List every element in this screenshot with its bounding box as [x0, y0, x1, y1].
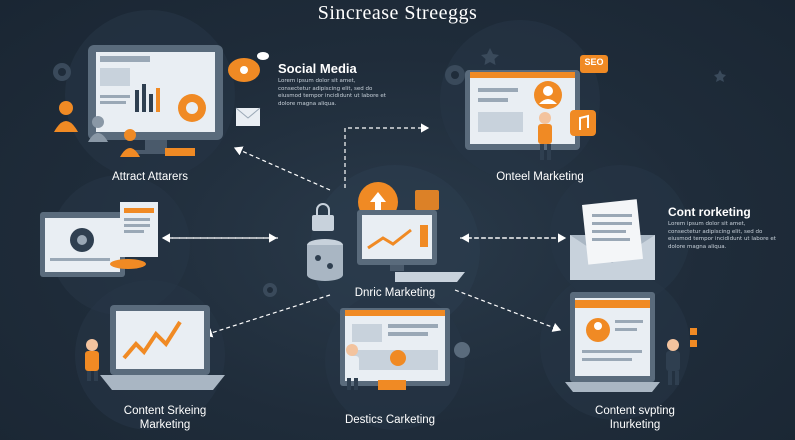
central-hub — [307, 182, 465, 282]
page-title: Sincrease Streeggs — [317, 2, 478, 24]
database-icon — [307, 239, 343, 281]
content-panel — [565, 292, 660, 392]
gear-icon — [53, 63, 71, 81]
content-srkeing-label-1: Content Srkeing — [123, 405, 207, 417]
music-icon — [570, 110, 596, 136]
cont-rorketing-heading: Cont rorketing — [668, 205, 751, 219]
megaphone-icon — [165, 148, 195, 156]
cog-icon — [454, 342, 470, 358]
gear-icon — [445, 65, 465, 85]
onteel-browser — [465, 70, 580, 150]
person-icon — [54, 101, 78, 132]
person-icon — [88, 116, 108, 142]
center-label: Dnric Marketing — [354, 287, 436, 299]
content-srkeing-label-2: Marketing — [139, 419, 191, 431]
destics-label: Destics Carketing — [344, 414, 436, 426]
envelope-icon — [235, 107, 261, 126]
seo-badge — [580, 55, 608, 73]
connector-to-onteel — [344, 123, 430, 188]
cube-icons — [690, 328, 697, 347]
person-icon — [345, 344, 359, 390]
star-icon — [714, 70, 726, 82]
tray-icon — [378, 380, 406, 390]
laptop-chart — [100, 305, 225, 390]
connector-lines — [161, 123, 567, 338]
person-icon — [85, 339, 99, 381]
person-icon — [538, 112, 552, 160]
gear-icon — [263, 283, 277, 297]
social-media-body: Lorem ipsum dolor sit amet, consectetur … — [278, 78, 386, 107]
lock-icon — [312, 203, 334, 231]
destics-browser — [340, 308, 450, 386]
social-bubble-icon — [228, 52, 269, 82]
attract-label: Attract Attarers — [111, 171, 189, 183]
person-icon — [120, 129, 140, 157]
attract-monitor — [88, 45, 223, 154]
seo-badge-text: SEO — [584, 57, 604, 67]
connector-to-attract — [233, 146, 331, 191]
content-svpting-label-2: Inurketing — [609, 419, 661, 431]
content-envelope — [570, 199, 655, 280]
connector-to-bottom-left — [203, 294, 331, 338]
content-svpting-label-1: Content svpting — [595, 405, 675, 417]
star-icon — [481, 48, 499, 65]
connector-to-bottom-right — [454, 289, 562, 332]
document-cluster — [40, 202, 158, 277]
onteel-label: Onteel Marketing — [496, 171, 584, 183]
social-media-heading: Social Media — [278, 61, 357, 76]
person-icon — [666, 339, 680, 385]
cont-rorketing-body: Lorem ipsum dolor sit amet, consectetur … — [668, 221, 776, 250]
